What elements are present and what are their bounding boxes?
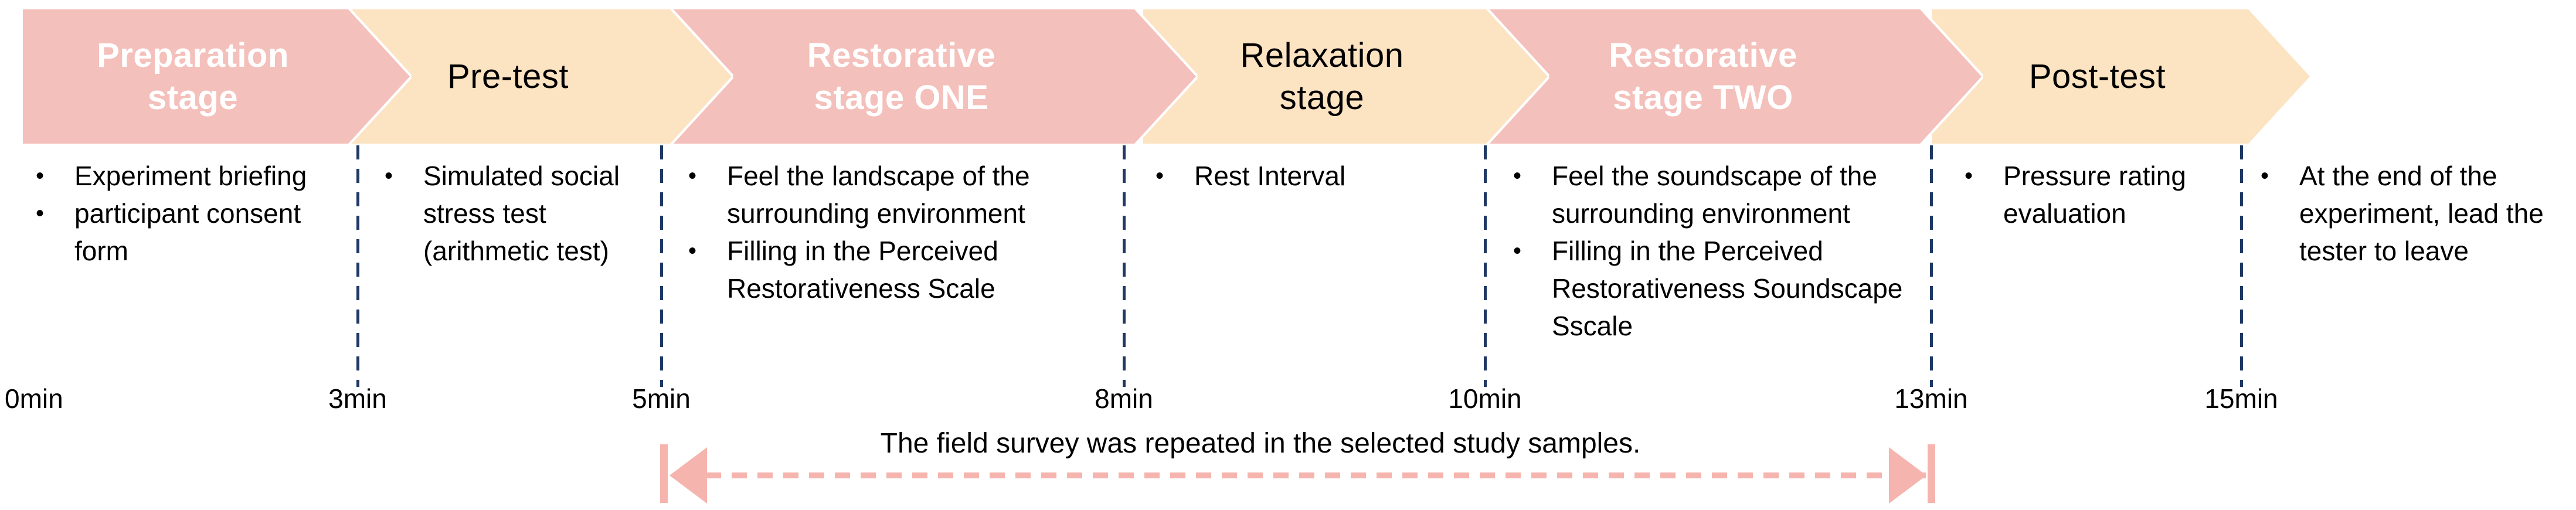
stage-details-restorative-two: • Feel the soundscape of the surrounding…	[1510, 157, 1938, 345]
timeline-divider-5min	[660, 145, 663, 387]
list-item: • Experiment briefing	[32, 157, 361, 195]
time-label-15min: 15min	[2204, 383, 2278, 414]
chevron-shape: Restorative stage ONE	[654, 9, 1196, 144]
list-item: • At the end of the experiment, lead the…	[2257, 157, 2576, 270]
stage-details-restorative-one: • Feel the landscape of the surrounding …	[685, 157, 1130, 307]
bullet-icon: •	[688, 163, 697, 189]
chevron-shape: Restorative stage TWO	[1471, 9, 1982, 144]
bullet-icon: •	[1156, 163, 1164, 189]
bullet-icon: •	[1513, 238, 1522, 264]
stage-details-posttest: • Pressure rating evaluation	[1961, 157, 2242, 232]
bullet-text: Experiment briefing	[74, 161, 307, 191]
stage-chevron-relaxation: Relaxation stage	[1143, 9, 1548, 144]
stage-details-relaxation: • Rest Interval	[1152, 157, 1480, 195]
stage-details-preparation: • Experiment briefing • participant cons…	[32, 157, 361, 270]
stage-chevron-posttest: Post-test	[1932, 9, 2310, 144]
arrow-right-cap	[1928, 444, 1935, 503]
stage-chevron-preparation: Preparation stage	[23, 9, 410, 144]
timeline-divider-8min	[1123, 145, 1126, 387]
chevron-shape: Relaxation stage	[1143, 9, 1548, 144]
bullet-text: Pressure rating evaluation	[2003, 161, 2186, 229]
chevron-shape: Preparation stage	[23, 9, 410, 144]
list-item: • Feel the soundscape of the surrounding…	[1510, 157, 1938, 232]
time-label-10min: 10min	[1448, 383, 1522, 414]
time-label-8min: 8min	[1095, 383, 1153, 414]
stage-label: Restorative stage TWO	[1609, 36, 1797, 117]
bullet-text: Rest Interval	[1194, 161, 1346, 191]
stage-label: Restorative stage ONE	[807, 36, 996, 117]
stage-chevron-restorative-one: Restorative stage ONE	[654, 9, 1196, 144]
stage-label: Post-test	[2028, 57, 2166, 96]
arrow-right-head-icon	[1889, 447, 1926, 504]
bullet-text: Filling in the Perceived Restorativeness…	[727, 236, 998, 304]
arrow-dashed-line	[680, 472, 1926, 478]
time-label-5min: 5min	[632, 383, 691, 414]
list-item: • Feel the landscape of the surrounding …	[685, 157, 1130, 232]
list-item: • participant consent form	[32, 195, 361, 270]
list-item: • Rest Interval	[1152, 157, 1480, 195]
bullet-text: Filling in the Perceived Restorativeness…	[1552, 236, 1903, 341]
timeline-divider-15min	[2240, 145, 2243, 387]
arrow-left-cap	[660, 444, 668, 503]
bullet-text: Simulated social stress test (arithmetic…	[423, 161, 620, 266]
list-item: • Filling in the Perceived Restorativene…	[685, 232, 1130, 307]
chevron-shape: Post-test	[1932, 9, 2310, 144]
bullet-icon: •	[36, 200, 45, 226]
time-label-0min: 0min	[5, 383, 63, 414]
time-label-3min: 3min	[328, 383, 387, 414]
bullet-text: Feel the soundscape of the surrounding e…	[1552, 161, 1877, 229]
bullet-text: At the end of the experiment, lead the t…	[2299, 161, 2544, 266]
stage-chevron-restorative-two: Restorative stage TWO	[1471, 9, 1982, 144]
bullet-text: participant consent form	[74, 198, 301, 266]
bullet-icon: •	[1513, 163, 1522, 189]
stage-label: Relaxation stage	[1240, 36, 1404, 117]
timeline-divider-3min	[356, 145, 359, 387]
stage-details-pretest: • Simulated social stress test (arithmet…	[381, 157, 662, 270]
list-item: • Filling in the Perceived Restorativene…	[1510, 232, 1938, 345]
time-label-13min: 13min	[1894, 383, 1968, 414]
bullet-icon: •	[1965, 163, 1973, 189]
stage-label: Preparation stage	[97, 36, 289, 117]
bullet-icon: •	[36, 163, 45, 189]
bullet-icon: •	[2261, 163, 2269, 189]
list-item: • Simulated social stress test (arithmet…	[381, 157, 662, 270]
bullet-icon: •	[385, 163, 393, 189]
timeline-divider-13min	[1930, 145, 1933, 387]
bullet-icon: •	[688, 238, 697, 264]
bullet-text: Feel the landscape of the surrounding en…	[727, 161, 1030, 229]
stage-details-end: • At the end of the experiment, lead the…	[2257, 157, 2576, 270]
stage-label: Pre-test	[447, 57, 569, 96]
list-item: • Pressure rating evaluation	[1961, 157, 2242, 232]
repeat-note-text: The field survey was repeated in the sel…	[880, 428, 1641, 459]
timeline-divider-10min	[1484, 145, 1487, 387]
